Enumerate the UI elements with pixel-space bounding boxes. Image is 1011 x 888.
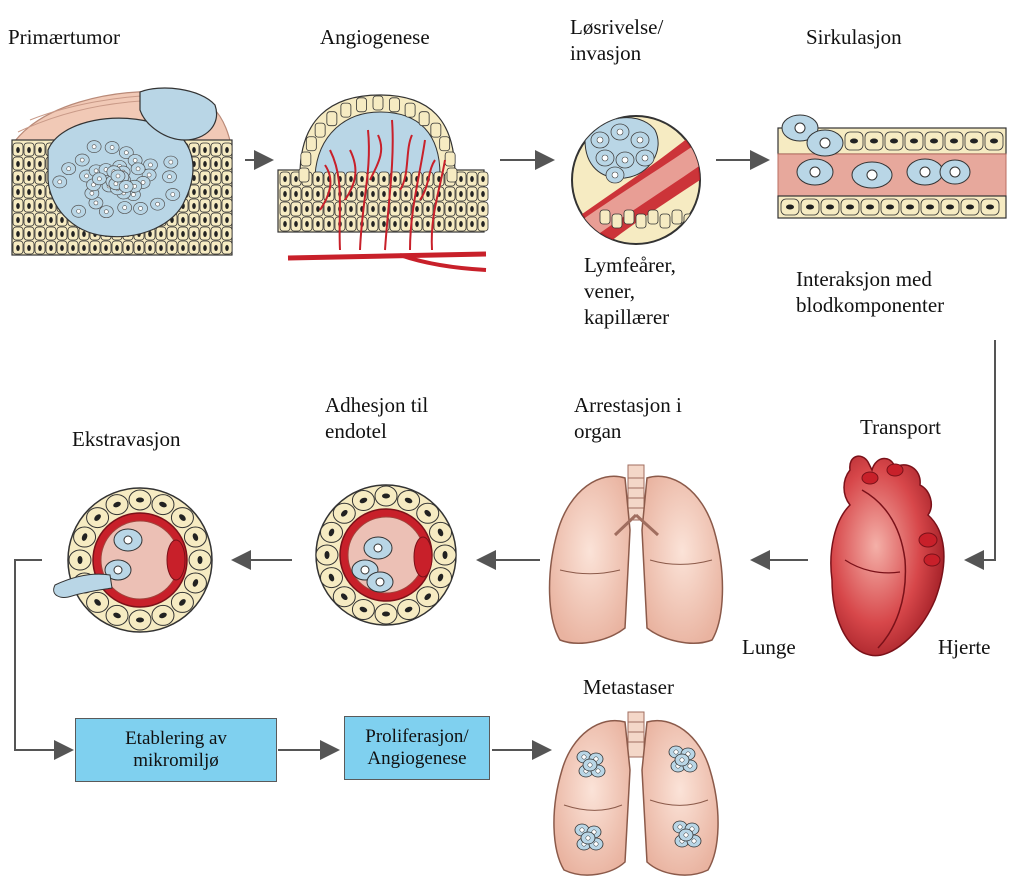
label-extravasation: Ekstravasjon (72, 426, 180, 452)
label-transport: Transport (860, 414, 941, 440)
label-vessels: Lymfeårer, vener, kapillærer (584, 252, 676, 330)
label-circulation: Sirkulasjon (806, 24, 902, 50)
label-lung: Lunge (742, 634, 796, 660)
circulation-illustration (778, 115, 1006, 218)
label-adhesion: Adhesjon til endotel (325, 392, 428, 444)
extravasation-illustration (54, 488, 212, 632)
heart-illustration (831, 456, 944, 655)
lung-illustration (550, 465, 723, 643)
label-primary-tumor: Primærtumor (8, 24, 120, 50)
angiogenesis-illustration (278, 95, 488, 270)
label-metastases: Metastaser (583, 674, 674, 700)
primary-tumor-illustration (12, 88, 232, 255)
detachment-illustration (560, 116, 718, 250)
box-proliferation: Proliferasjon/ Angiogenese (344, 716, 490, 780)
box-microenvironment: Etablering av mikromiljø (75, 718, 277, 782)
label-interaction: Interaksjon med blodkomponenter (796, 266, 944, 318)
box-proliferation-text: Proliferasjon/ Angiogenese (365, 726, 468, 770)
arrow-4 (966, 340, 995, 560)
adhesion-illustration (316, 485, 456, 625)
metastases-lung-illustration (554, 712, 718, 875)
label-detachment: Løsrivelse/ invasjon (570, 14, 663, 66)
label-heart: Hjerte (938, 634, 990, 660)
label-arrest: Arrestasjon i organ (574, 392, 682, 444)
label-angiogenesis: Angiogenese (320, 24, 430, 50)
box-microenvironment-text: Etablering av mikromiljø (125, 728, 227, 772)
